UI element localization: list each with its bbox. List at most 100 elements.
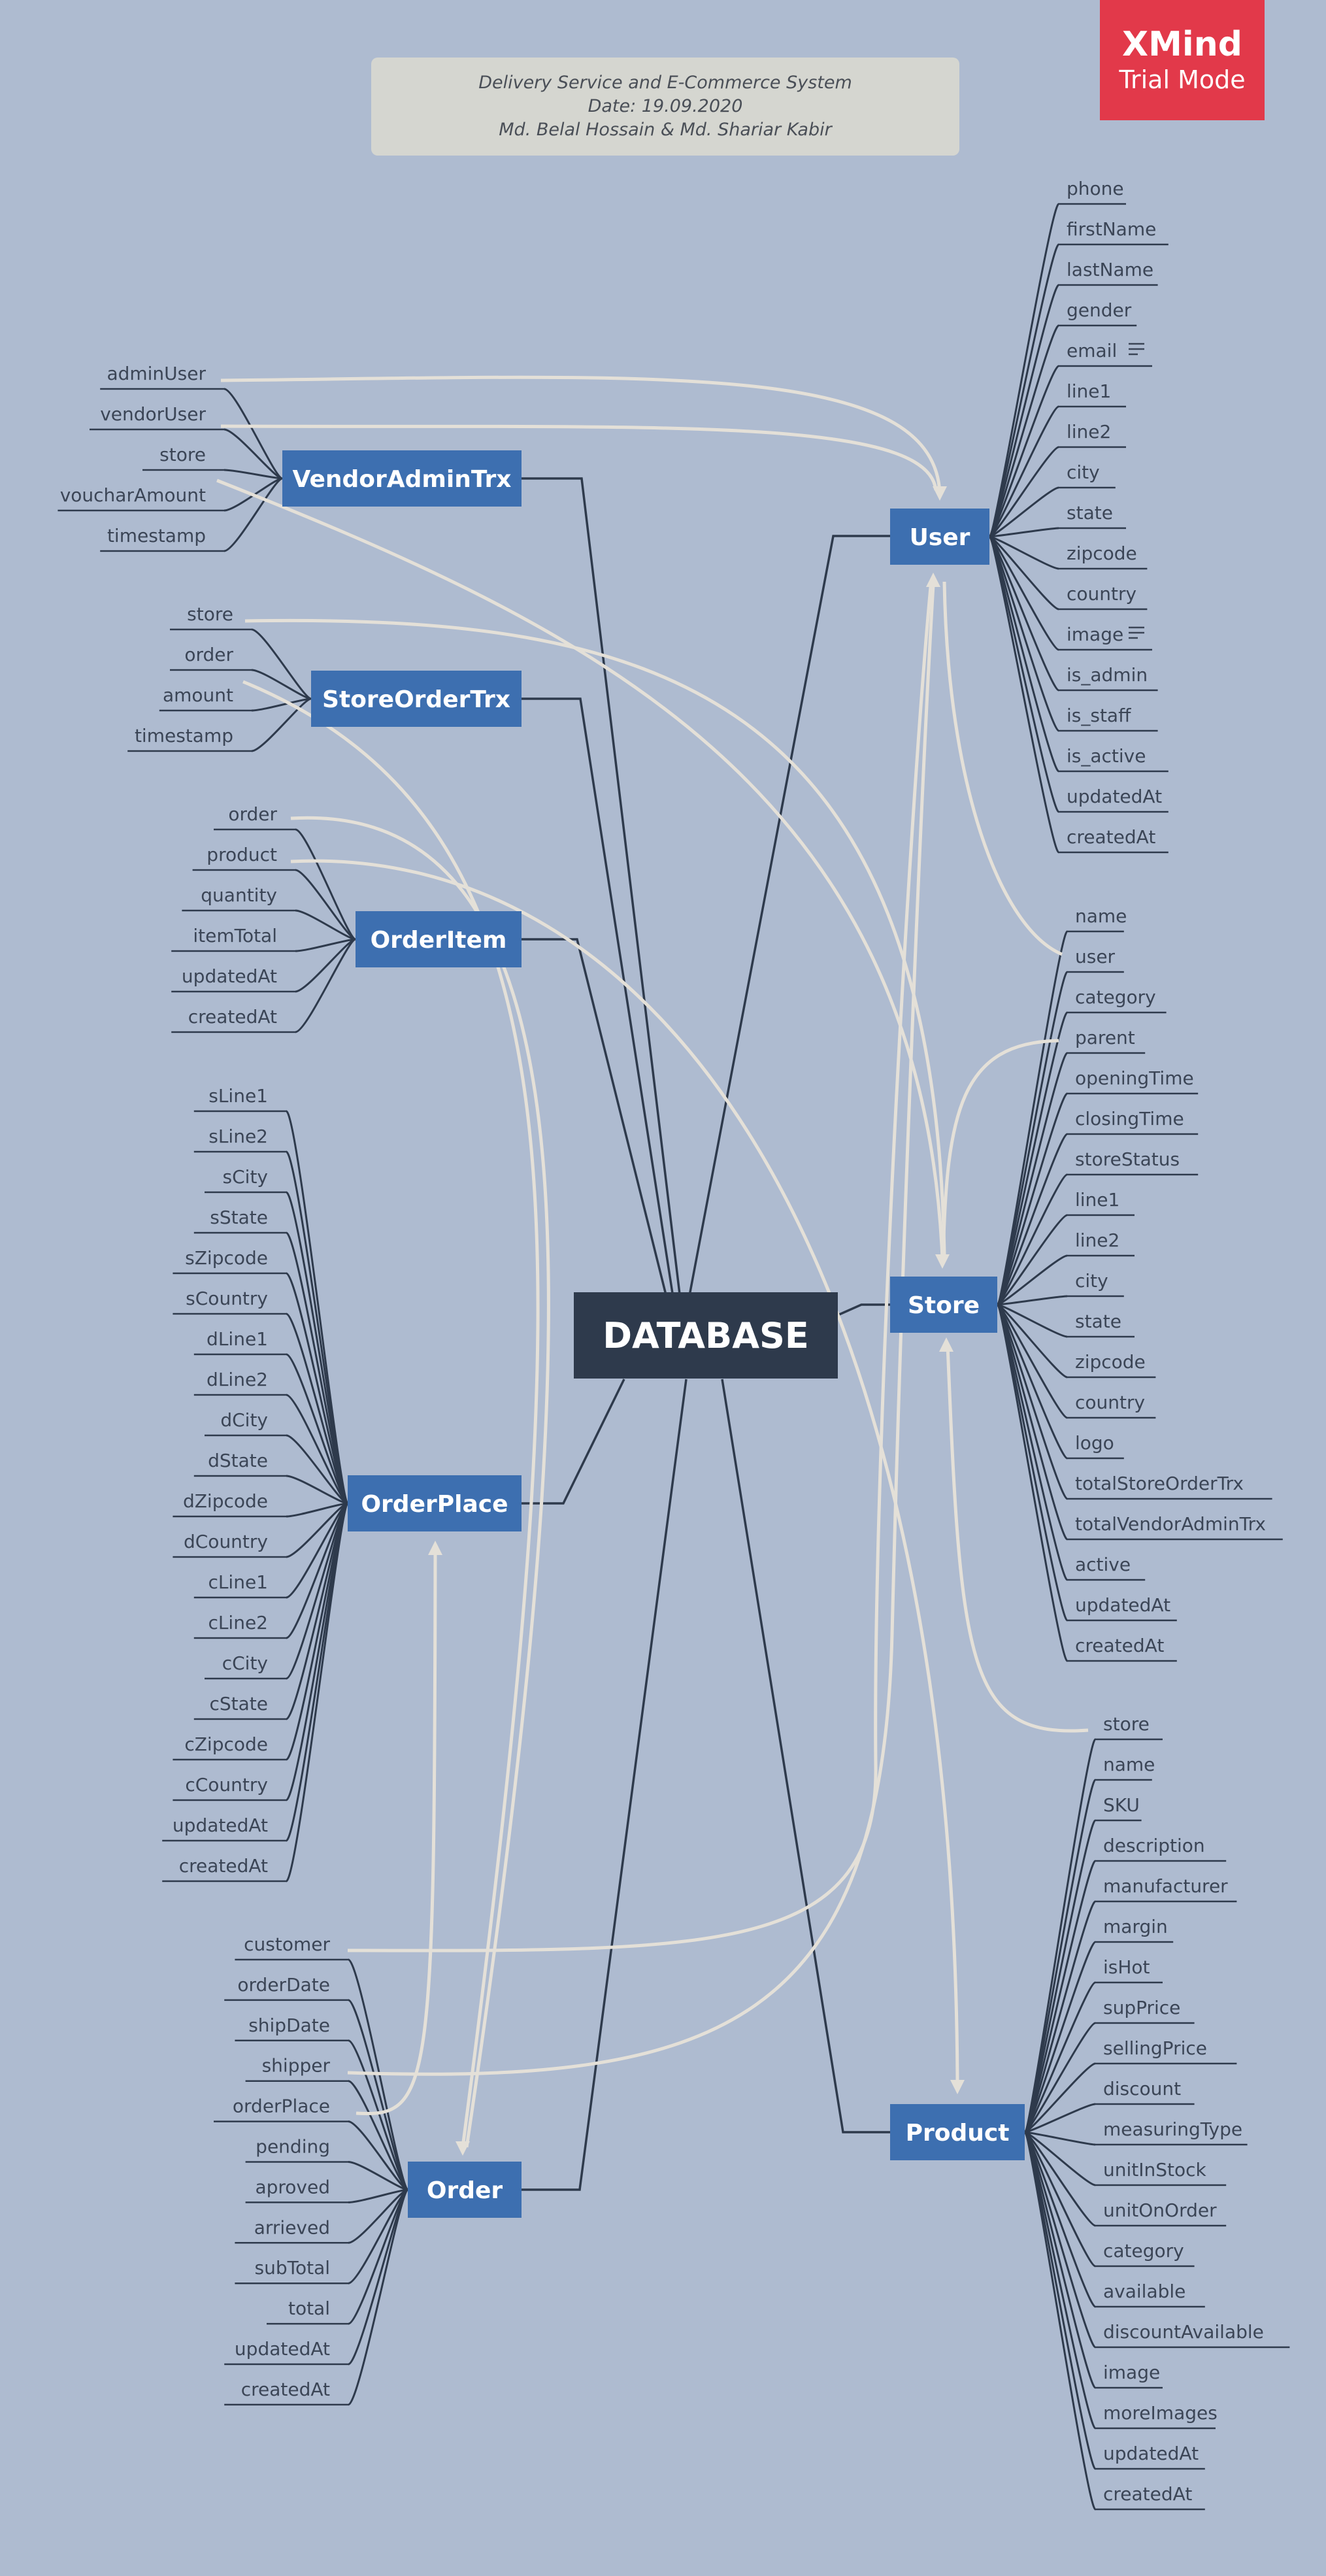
entity-label: Store — [908, 1292, 980, 1319]
entity-label: User — [910, 524, 970, 551]
field-label: state — [1075, 1311, 1121, 1332]
field-label: discountAvailable — [1103, 2321, 1264, 2343]
field-label: image — [1067, 624, 1123, 645]
field-label: manufacturer — [1103, 1875, 1228, 1897]
field-lines: phonefirstNamelastNamegenderemailline1li… — [58, 178, 1290, 2511]
field-order-pending: pending — [245, 2136, 408, 2191]
field-vendoradmintrx-vendorUser: vendorUser — [90, 403, 283, 480]
field-label: createdAt — [179, 1855, 268, 1877]
field-label: city — [1075, 1270, 1108, 1292]
relation-arrows — [216, 375, 1089, 2156]
field-label: vendorUser — [100, 403, 206, 425]
field-label: createdAt — [1075, 1635, 1164, 1656]
field-user-zipcode: zipcode — [989, 535, 1148, 570]
field-label: dCountry — [184, 1531, 268, 1552]
field-label: line1 — [1075, 1189, 1119, 1211]
field-label: margin — [1103, 1916, 1168, 1937]
field-label: unitOnOrder — [1103, 2200, 1217, 2221]
field-label: phone — [1067, 178, 1124, 199]
field-label: orderDate — [237, 1974, 330, 1996]
field-label: createdAt — [1103, 2483, 1192, 2505]
field-product-image: image — [1023, 2131, 1163, 2389]
branch-vendoradmintrx — [522, 477, 681, 1295]
field-store-logo: logo — [996, 1303, 1124, 1460]
field-label: cLine2 — [208, 1612, 268, 1633]
field-user-city: city — [989, 461, 1116, 538]
field-label: orderPlace — [233, 2096, 330, 2117]
field-label: country — [1075, 1392, 1145, 1413]
field-product-discount: discount — [1024, 2078, 1195, 2133]
entity-box — [282, 450, 522, 507]
entity-storeordertrx[interactable]: StoreOrderTrx — [311, 671, 522, 727]
field-orderplace-dZipcode: dZipcode — [173, 1490, 348, 1518]
entity-box — [311, 671, 522, 727]
field-orderplace-dCountry: dCountry — [173, 1502, 348, 1558]
field-orderplace-sState: sState — [193, 1207, 349, 1505]
entity-order[interactable]: Order — [408, 2162, 522, 2218]
entity-label: VendorAdminTrx — [293, 466, 512, 493]
field-store-state: state — [997, 1303, 1135, 1338]
field-vendoradmintrx-timestamp: timestamp — [100, 477, 283, 552]
field-store-line1: line1 — [997, 1189, 1135, 1306]
field-label: cCity — [222, 1652, 268, 1674]
field-label: store — [159, 444, 206, 465]
rel-orderitem-product-product — [290, 859, 965, 2094]
title-line-1: Delivery Service and E-Commerce System — [478, 73, 852, 93]
field-user-is_active: is_active — [988, 535, 1169, 773]
field-label: firstName — [1067, 218, 1156, 240]
field-label: dLine1 — [207, 1328, 268, 1350]
entity-user[interactable]: User — [890, 509, 989, 565]
center-node[interactable]: DATABASE — [574, 1292, 838, 1379]
notes-icon[interactable] — [1129, 626, 1144, 639]
title-line-2: Date: 19.09.2020 — [588, 96, 743, 116]
field-label: sState — [210, 1207, 268, 1228]
field-store-city: city — [997, 1270, 1124, 1306]
field-label: logo — [1075, 1432, 1114, 1454]
field-storeordertrx-amount: amount — [159, 684, 312, 712]
field-label: totalVendorAdminTrx — [1075, 1513, 1266, 1535]
field-product-unitOnOrder: unitOnOrder — [1024, 2131, 1227, 2227]
field-label: name — [1075, 905, 1127, 927]
entity-label: OrderPlace — [361, 1491, 508, 1518]
field-label: category — [1103, 2240, 1184, 2262]
rel-vendoradmintrx-store-store — [216, 478, 950, 1269]
field-label: sCity — [223, 1166, 268, 1188]
field-label: line2 — [1067, 421, 1111, 443]
entity-vendoradmintrx[interactable]: VendorAdminTrx — [282, 450, 522, 507]
notes-icon[interactable] — [1129, 343, 1144, 356]
rel-order-customer-user — [347, 573, 940, 1952]
field-orderplace-dState: dState — [193, 1450, 348, 1505]
title-box: Delivery Service and E-Commerce System D… — [371, 58, 959, 156]
field-label: category — [1075, 986, 1156, 1008]
field-label: arrieved — [254, 2216, 330, 2238]
field-label: is_admin — [1067, 664, 1148, 686]
field-label: dZipcode — [183, 1490, 268, 1512]
main-branches — [522, 477, 890, 2191]
field-label: order — [184, 644, 233, 665]
entity-box — [890, 1277, 997, 1333]
field-label: aproved — [255, 2176, 330, 2198]
field-product-updatedAt: updatedAt — [1023, 2131, 1205, 2470]
badge-subtitle: Trial Mode — [1119, 65, 1246, 94]
field-label: parent — [1075, 1027, 1135, 1048]
entity-store[interactable]: Store — [890, 1277, 997, 1333]
field-order-createdAt: createdAt — [224, 2188, 409, 2406]
arrowhead-icon — [926, 573, 940, 587]
field-label: store — [187, 603, 233, 625]
badge-title: XMind — [1122, 25, 1242, 64]
branch-store — [837, 1303, 890, 1316]
entity-product[interactable]: Product — [890, 2104, 1025, 2160]
field-label: voucharAmount — [60, 484, 206, 506]
entity-orderplace[interactable]: OrderPlace — [348, 1475, 522, 1531]
xmind-trial-badge[interactable]: XMind Trial Mode — [1100, 0, 1265, 120]
field-label: cState — [209, 1693, 268, 1715]
field-label: line2 — [1075, 1229, 1119, 1251]
field-orderplace-sCountry: sCountry — [173, 1288, 349, 1505]
field-order-shipper: shipper — [245, 2055, 408, 2191]
field-storeordertrx-order: order — [170, 644, 312, 700]
field-label: amount — [163, 684, 233, 706]
field-orderplace-dLine2: dLine2 — [193, 1369, 348, 1505]
entity-box — [890, 2104, 1025, 2160]
field-user-gender: gender — [988, 299, 1137, 538]
entity-orderitem[interactable]: OrderItem — [356, 911, 522, 967]
